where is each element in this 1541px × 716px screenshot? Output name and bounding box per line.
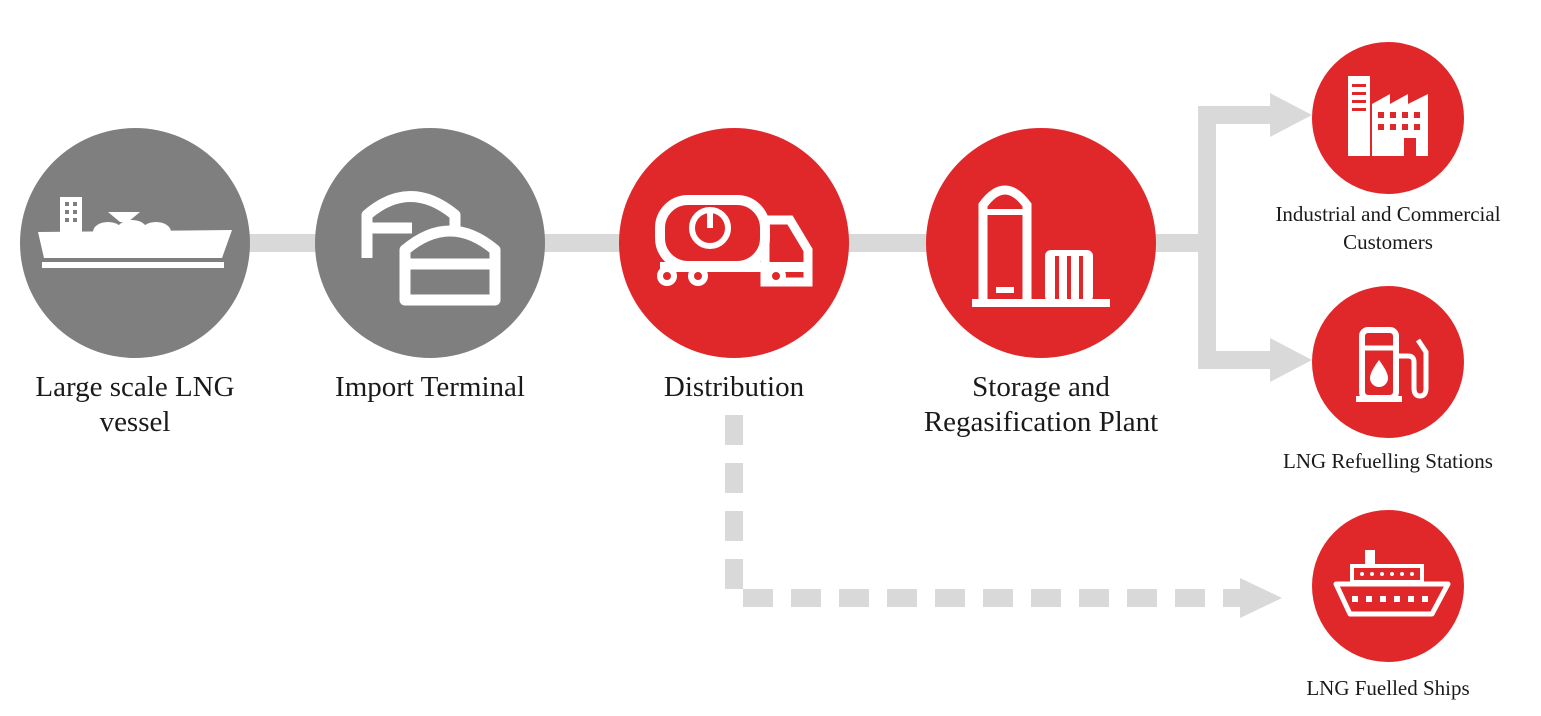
label-large-scale-lng-vessel: Large scale LNG vessel bbox=[35, 371, 235, 439]
tanker-truck-icon bbox=[655, 195, 813, 287]
node-refuelling-stations bbox=[1312, 286, 1464, 438]
branch-to-refuelling bbox=[1198, 243, 1272, 369]
label-fuelled-ships: LNG Fuelled Ships bbox=[1306, 676, 1470, 700]
arrowhead-industrial bbox=[1270, 93, 1312, 137]
arrowhead-refuelling bbox=[1270, 338, 1312, 382]
storage-tanks-icon bbox=[361, 191, 501, 306]
storage-plant-icon bbox=[972, 185, 1110, 307]
dashed-branch-to-ships bbox=[725, 415, 1240, 607]
factory-icon bbox=[1348, 76, 1428, 156]
arrowhead-ships bbox=[1240, 578, 1282, 618]
label-distribution: Distribution bbox=[663, 371, 805, 403]
branch-to-industrial bbox=[1198, 106, 1272, 243]
arrowheads bbox=[1240, 93, 1312, 618]
cruise-ship-icon bbox=[1333, 550, 1451, 617]
label-storage-regasification: Storage and Regasification Plant bbox=[923, 371, 1159, 439]
connectors bbox=[240, 106, 1272, 607]
node-distribution bbox=[619, 128, 849, 358]
lng-carrier-ship-icon bbox=[38, 197, 232, 268]
label-industrial-commercial: Industrial and Commercial Customers bbox=[1275, 202, 1501, 255]
label-refuelling-stations: LNG Refuelling Stations bbox=[1283, 449, 1493, 473]
node-storage-regasification bbox=[926, 128, 1156, 358]
fuel-pump-icon bbox=[1356, 327, 1429, 402]
label-import-terminal: Import Terminal bbox=[335, 371, 525, 403]
